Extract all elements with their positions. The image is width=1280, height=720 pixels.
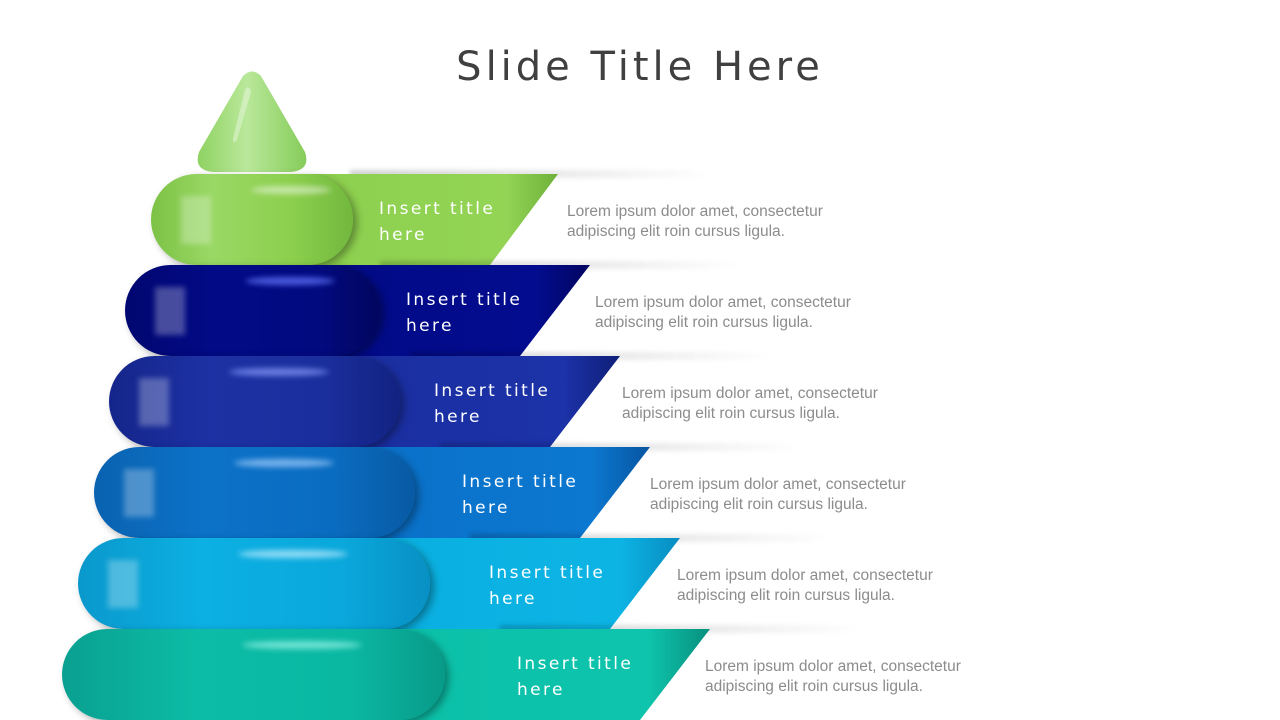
ring-2 xyxy=(125,265,380,356)
title-band-1 xyxy=(300,174,558,265)
ring-1 xyxy=(151,174,353,265)
stack-row-4: Insert title here Lorem ipsum dolor amet… xyxy=(0,443,1280,538)
ring-3 xyxy=(109,356,400,447)
row-description-3: Lorem ipsum dolor amet, consectetur adip… xyxy=(622,385,878,422)
title-band-6 xyxy=(400,629,710,720)
row-title-1: Insert title here xyxy=(379,199,496,245)
ring-4 xyxy=(94,447,415,538)
title-band-2 xyxy=(320,265,590,356)
title-band-3 xyxy=(340,356,620,447)
ring-5 xyxy=(78,538,430,629)
stack-row-2: Insert title here Lorem ipsum dolor amet… xyxy=(0,261,1280,356)
row-title-6: Insert title here xyxy=(517,654,634,700)
row-title-5: Insert title here xyxy=(489,563,606,609)
ring-6 xyxy=(62,629,445,720)
stack-row-1: Insert title here Lorem ipsum dolor amet… xyxy=(0,170,1280,265)
row-description-4: Lorem ipsum dolor amet, consectetur adip… xyxy=(650,476,906,513)
stack-row-5: Insert title here Lorem ipsum dolor amet… xyxy=(0,534,1280,629)
row-description-2: Lorem ipsum dolor amet, consectetur adip… xyxy=(595,294,851,331)
slide-title: Slide Title Here xyxy=(456,44,824,90)
row-title-3: Insert title here xyxy=(434,381,551,427)
row-description-1: Lorem ipsum dolor amet, consectetur adip… xyxy=(567,203,823,240)
title-band-5 xyxy=(380,538,680,629)
row-description-5: Lorem ipsum dolor amet, consectetur adip… xyxy=(677,567,933,604)
title-band-4 xyxy=(360,447,650,538)
row-title-4: Insert title here xyxy=(462,472,579,518)
row-description-6: Lorem ipsum dolor amet, consectetur adip… xyxy=(705,658,961,695)
stack-row-3: Insert title here Lorem ipsum dolor amet… xyxy=(0,352,1280,447)
cone-top-icon xyxy=(197,71,307,172)
row-title-2: Insert title here xyxy=(406,290,523,336)
stack-row-6: Insert title here Lorem ipsum dolor amet… xyxy=(0,625,1280,720)
